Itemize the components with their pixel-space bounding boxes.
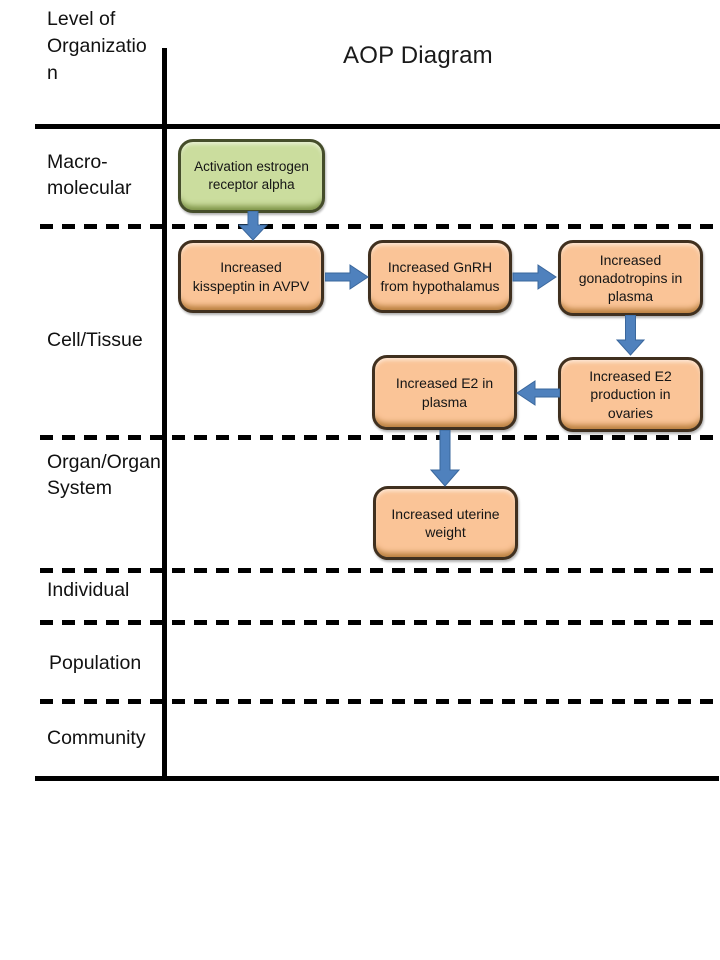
arrow-down-icon	[238, 211, 268, 241]
row-label-population: Population	[49, 652, 142, 674]
node-increased-gonadotropins-in-plasma: Increased gonadotropins in plasma	[558, 240, 703, 316]
level-of-organization-label: Level of Organization	[47, 8, 147, 84]
node-label: Increased uterine weight	[391, 505, 500, 540]
row-divider-population-community	[40, 699, 720, 704]
node-increased-e2-production-in-ovaries: Increased E2 production in ovaries	[558, 357, 703, 432]
bottom-border-line	[35, 776, 719, 781]
row-label-individual: Individual	[47, 579, 130, 601]
grid-vertical-line	[162, 48, 167, 781]
header-separator-line	[35, 124, 720, 129]
row-label-community: Community	[47, 727, 146, 749]
node-increased-gnrh-from-hypothalamus: Increased GnRH from hypothalamus	[368, 240, 512, 313]
node-label: Increased E2 in plasma	[395, 375, 494, 410]
diagram-title: AOP Diagram	[343, 42, 493, 69]
node-label: Increased E2 production in ovaries	[589, 368, 672, 421]
node-label: Increased kisspeptin in AVPV	[192, 259, 310, 294]
node-increased-kisspeptin-in-avpv: Increased kisspeptin in AVPV	[178, 240, 324, 313]
node-label: Increased GnRH from hypothalamus	[380, 259, 500, 294]
arrow-down-icon	[616, 315, 645, 356]
row-divider-individual-population	[40, 620, 720, 625]
node-increased-e2-in-plasma: Increased E2 in plasma	[372, 355, 517, 430]
node-activation-estrogen-receptor-alpha: Activation estrogen receptor alpha	[178, 139, 325, 213]
row-label-organ-organ-system: Organ/Organ System	[47, 451, 161, 499]
node-increased-uterine-weight: Increased uterine weight	[373, 486, 518, 560]
row-divider-organ-individual	[40, 568, 720, 573]
arrow-down-icon	[430, 430, 460, 487]
node-label: Activation estrogen receptor alpha	[194, 159, 309, 192]
arrow-right-icon	[512, 263, 558, 291]
node-label: Increased gonadotropins in plasma	[578, 251, 683, 305]
row-label-cell-tissue: Cell/Tissue	[47, 329, 143, 351]
row-divider-celltissue-organ	[40, 435, 720, 440]
row-label-macro-molecular: Macro-molecular	[47, 151, 132, 199]
row-divider-macromolecular-celltissue	[40, 224, 720, 229]
arrow-right-icon	[325, 263, 369, 291]
arrow-left-icon	[516, 379, 560, 407]
